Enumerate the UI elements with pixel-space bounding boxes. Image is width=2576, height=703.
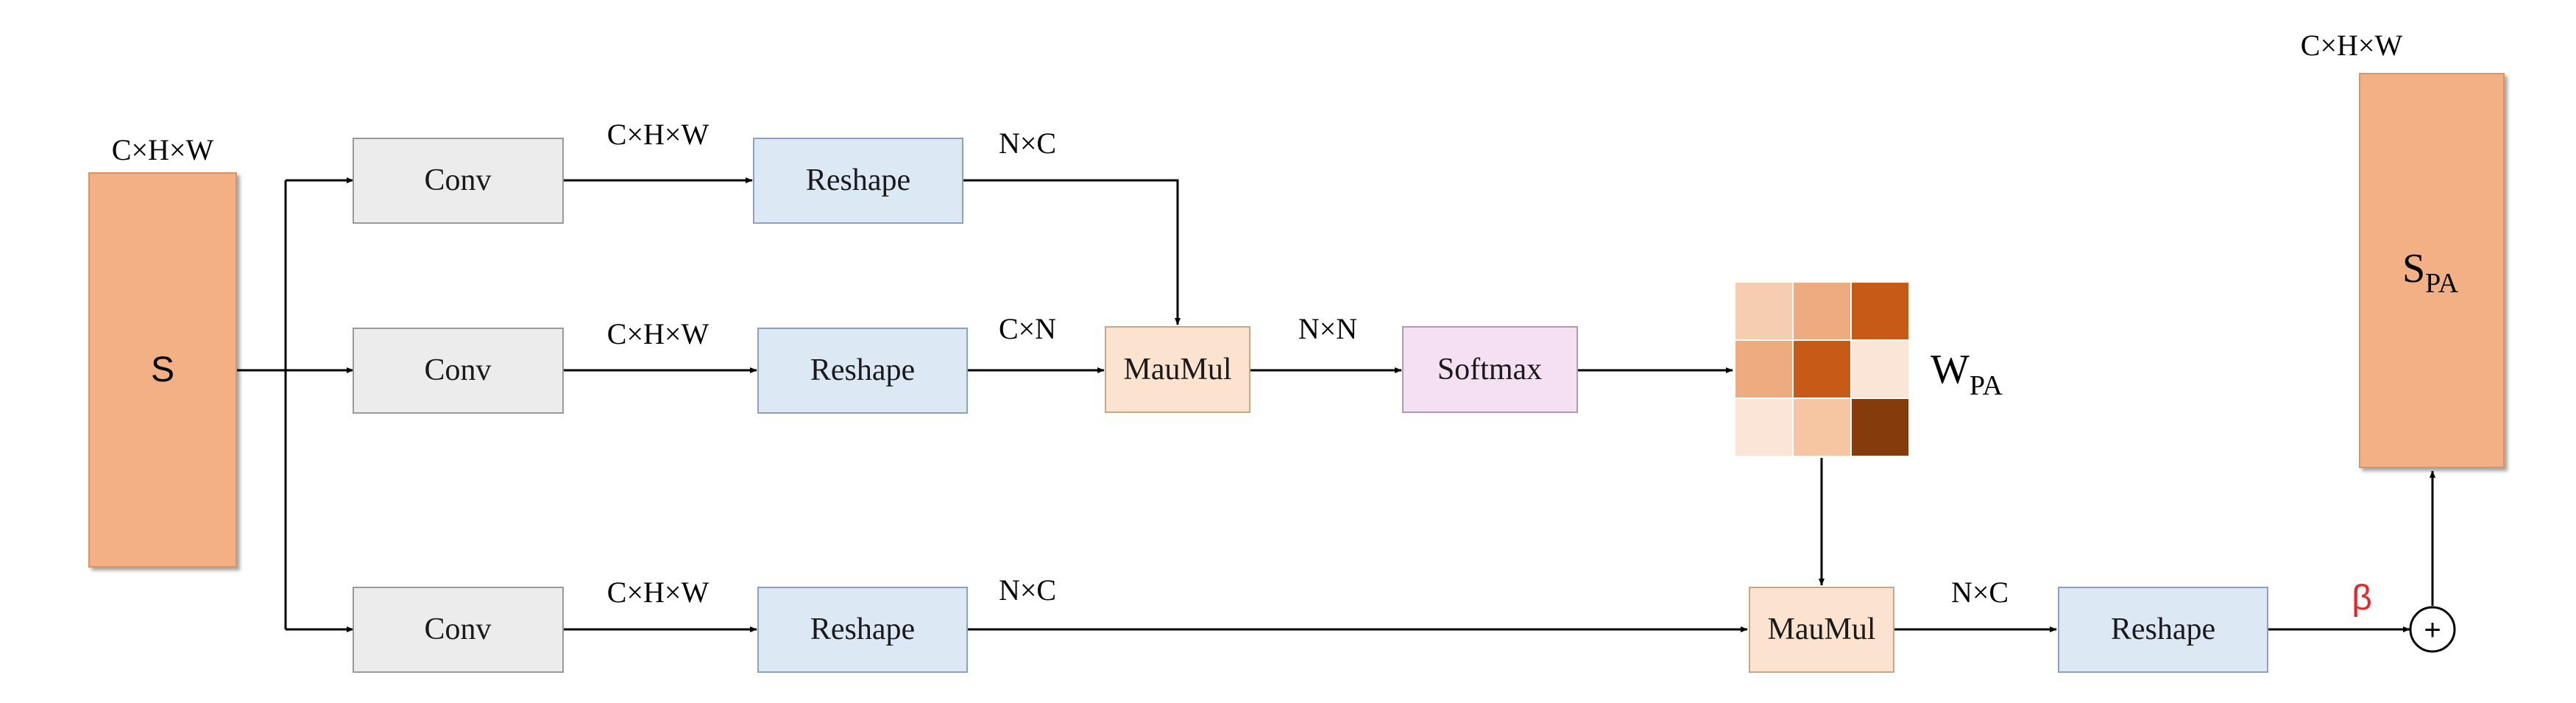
beta-label: β: [2352, 579, 2372, 618]
maumul-label-top: MauMul: [1124, 353, 1232, 386]
matrix-cell: [1734, 398, 1794, 457]
arrow-reshape1-maumul: [963, 179, 1181, 325]
conv-label-3: Conv: [424, 612, 491, 646]
maumul-box-top: [1105, 326, 1250, 413]
reshape-label-1: Reshape: [806, 163, 910, 197]
reshape-box-3: [757, 587, 968, 673]
matrix-cell: [1792, 339, 1852, 399]
maumul-dim-label-top: N×N: [1298, 312, 1357, 345]
matrix-cell: [1734, 281, 1794, 341]
output-label: SPA: [2402, 246, 2459, 299]
softmax-box: [1402, 326, 1578, 413]
reshape-label-final: Reshape: [2111, 612, 2215, 646]
plus-circle: [2409, 606, 2456, 653]
matrix-cell: [1850, 398, 1910, 457]
conv-box-3: [353, 587, 564, 673]
weight-label: WPA: [1931, 347, 2003, 401]
weight-label-base: W: [1931, 347, 1970, 392]
conv-dim-label-1: C×H×W: [607, 118, 710, 151]
conv-box-1: [353, 138, 564, 224]
matrix-cell: [1792, 281, 1852, 341]
maumul-dim-label-bottom: N×C: [1951, 576, 2009, 609]
reshape-dim-label-1: N×C: [999, 127, 1056, 160]
plus-sign: +: [2424, 614, 2441, 646]
reshape-label-2: Reshape: [810, 353, 915, 387]
matrix-cell: [1850, 281, 1910, 341]
output-feature-map: [2359, 73, 2505, 468]
input-feature-map: [88, 172, 237, 568]
output-label-base: S: [2402, 246, 2425, 292]
output-dim-label: C×H×W: [2301, 29, 2403, 62]
matrix-cell: [1850, 339, 1910, 399]
conv-dim-label-2: C×H×W: [607, 317, 710, 350]
matrix-cell: [1734, 339, 1794, 399]
reshape-box-1: [753, 138, 963, 224]
input-label: S: [151, 350, 174, 389]
maumul-box-bottom: [1749, 587, 1894, 673]
reshape-label-3: Reshape: [810, 612, 915, 646]
matrix-cell: [1792, 398, 1852, 457]
reshape-dim-label-3: N×C: [999, 573, 1056, 607]
output-label-sub: PA: [2425, 268, 2459, 299]
maumul-label-bottom: MauMul: [1768, 612, 1876, 646]
reshape-dim-label-2: C×N: [999, 312, 1056, 345]
conv-label-2: Conv: [424, 353, 491, 387]
conv-label-1: Conv: [424, 163, 491, 197]
softmax-label: Softmax: [1437, 353, 1542, 386]
reshape-box-final: [2058, 587, 2268, 673]
attention-weight-matrix: [1734, 281, 1910, 457]
input-dim-label: C×H×W: [112, 133, 214, 166]
reshape-box-2: [757, 328, 968, 414]
conv-box-2: [353, 328, 564, 414]
weight-label-sub: PA: [1970, 370, 2003, 401]
conv-dim-label-3: C×H×W: [607, 576, 710, 609]
